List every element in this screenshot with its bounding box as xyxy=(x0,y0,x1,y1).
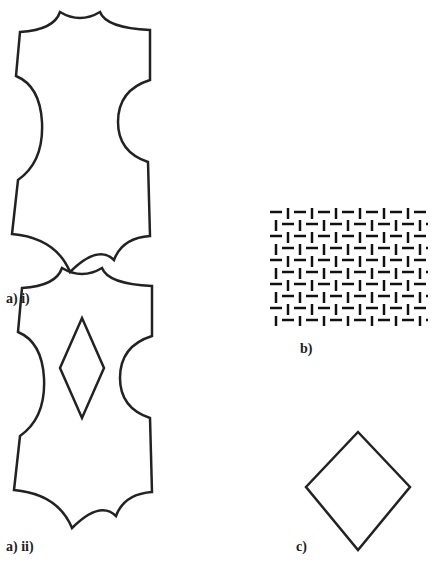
weave-pattern xyxy=(270,208,428,326)
diamond-shape xyxy=(306,432,410,550)
figure-label: c) xyxy=(296,540,307,554)
figure-label: b) xyxy=(300,342,312,356)
hide-with-cut xyxy=(14,268,152,528)
figure-label: a) ii) xyxy=(6,540,34,554)
leather-hide xyxy=(12,12,150,272)
figure-label: a) i) xyxy=(6,292,30,306)
